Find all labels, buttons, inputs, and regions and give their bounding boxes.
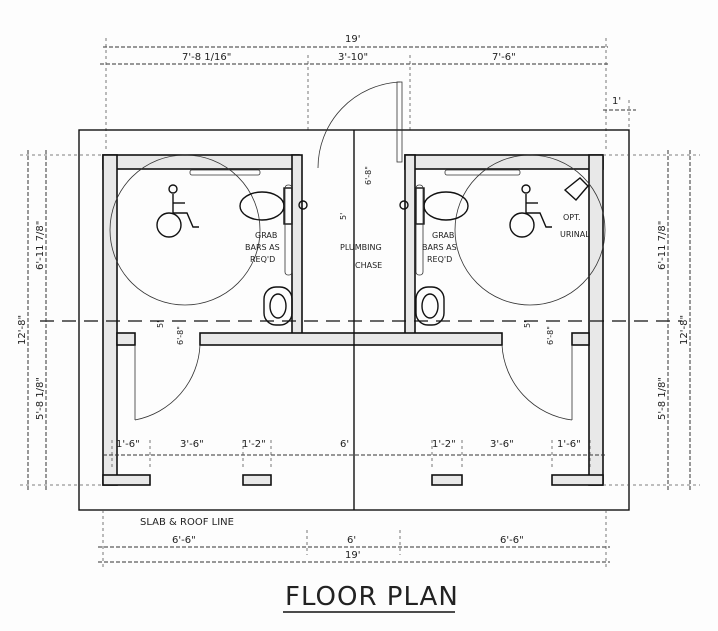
dim-room-left-depth: 6'-8" — [176, 326, 185, 345]
urinal — [563, 177, 589, 202]
turning-circle-left — [109, 154, 261, 306]
dim-left-upper: 6'-11 7/8" — [35, 221, 46, 270]
slab-label: SLAB & ROOF LINE — [140, 517, 234, 528]
dim-top-left: 7'-8 1/16" — [182, 52, 231, 63]
dim-bottom-5: 1'-2" — [432, 439, 456, 450]
dim-slab-left: 6'-6" — [172, 535, 196, 546]
dim-top-right: 7'-6" — [492, 52, 516, 63]
dim-room-left-small: 5' — [156, 321, 165, 328]
dim-room-right-small: 5' — [523, 321, 532, 328]
toilet-left — [239, 187, 293, 225]
dim-chase-small: 5' — [339, 213, 348, 220]
dim-top-center: 3'-10" — [338, 52, 368, 63]
dim-bottom-6: 3'-6" — [490, 439, 514, 450]
urinal-label-2: URINAL — [560, 230, 590, 239]
slab-dimensions: 6'-6" 6' 6'-6" 19' — [98, 510, 610, 570]
dim-right-lower: 5'-8 1/8" — [657, 377, 668, 420]
walls — [102, 154, 604, 486]
urinal-label-1: OPT. — [563, 213, 581, 222]
dim-left-overall: 12'-8" — [17, 315, 28, 345]
grab-label-right-1: GRAB — [432, 231, 454, 240]
grab-bar-back-right — [444, 169, 521, 176]
chase-label-1: PLUMBING — [340, 243, 382, 252]
side-dimensions: 12'-8" 6'-11 7/8" 5'-8 1/8" 12'-8" 6'-11… — [17, 150, 700, 490]
dim-bottom-1: 1'-6" — [116, 439, 140, 450]
entry-door — [396, 81, 403, 163]
dim-bottom-7: 1'-6" — [557, 439, 581, 450]
grab-label-right-2: BARS AS — [422, 243, 457, 252]
drawing-title: FLOOR PLAN — [285, 582, 459, 612]
dim-bottom-4: 6' — [340, 439, 349, 450]
dim-slab-right: 6'-6" — [500, 535, 524, 546]
dim-chase-depth: 6'-8" — [364, 166, 373, 185]
door-swing-right — [501, 344, 573, 421]
cleanout-right — [399, 200, 409, 210]
grab-label-left-3: REQ'D — [250, 255, 275, 264]
grab-label-left-1: GRAB — [255, 231, 277, 240]
sink-right — [415, 286, 445, 326]
dim-left-lower: 5'-8 1/8" — [35, 377, 46, 420]
grab-label-left-2: BARS AS — [245, 243, 280, 252]
dim-right-upper: 6'-11 7/8" — [657, 221, 668, 270]
dim-bottom-3: 1'-2" — [242, 439, 266, 450]
grab-bar-left — [284, 184, 293, 276]
turning-circle-right — [454, 154, 606, 306]
dim-top-overall: 19' — [345, 34, 360, 45]
dim-slab-center: 6' — [347, 535, 356, 546]
accessibility-icon — [156, 184, 199, 238]
grab-bar-back-left — [189, 169, 261, 176]
toilet-right — [415, 187, 469, 225]
dim-overhang: 1' — [612, 96, 621, 107]
grab-bar-right — [415, 184, 424, 276]
chase-label-2: CHASE — [355, 261, 382, 270]
dim-room-right-depth: 6'-8" — [546, 326, 555, 345]
bottom-row-dimensions: 1'-6" 3'-6" 1'-2" 6' 1'-2" 3'-6" 1'-6" — [103, 439, 606, 470]
sink-left — [263, 286, 293, 326]
cleanout-left — [298, 200, 308, 210]
dim-bottom-2: 3'-6" — [180, 439, 204, 450]
dim-right-overall: 12'-8" — [679, 315, 690, 345]
top-dimensions: 19' 7'-8 1/16" 3'-10" 7'-6" 1' — [100, 34, 636, 150]
door-swing-left — [134, 344, 201, 421]
door-swing-entry — [317, 81, 401, 169]
grab-label-right-3: REQ'D — [427, 255, 452, 264]
accessibility-icon — [509, 184, 552, 238]
dim-bottom-overall: 19' — [345, 550, 360, 561]
